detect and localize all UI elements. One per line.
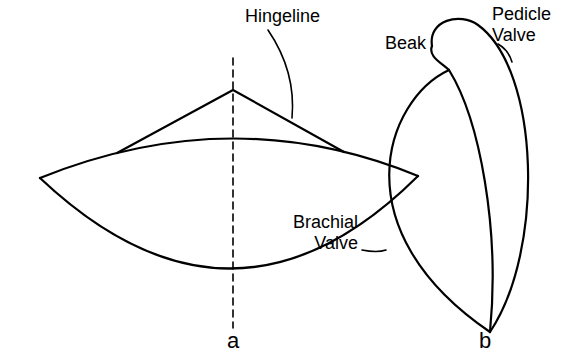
leader-line [268,30,293,118]
part-label: Hingeline [245,6,355,27]
part-label: Beak [360,33,426,54]
figure-letter: a [218,328,248,354]
interarea-outline [117,90,344,153]
part-label: Brachial Valve [272,212,358,254]
symmetry-axis [232,58,234,328]
commissure-line [449,70,493,332]
shell-lower-edge [40,176,418,269]
brachial-valve-outline [389,70,490,332]
shell-upper-edge [40,138,418,178]
leader-line [362,250,386,252]
leader-line [498,44,512,62]
pedicle-valve-outline [431,19,528,332]
part-label: Pedicle Valve [492,4,574,46]
figure-letter: b [470,328,500,354]
